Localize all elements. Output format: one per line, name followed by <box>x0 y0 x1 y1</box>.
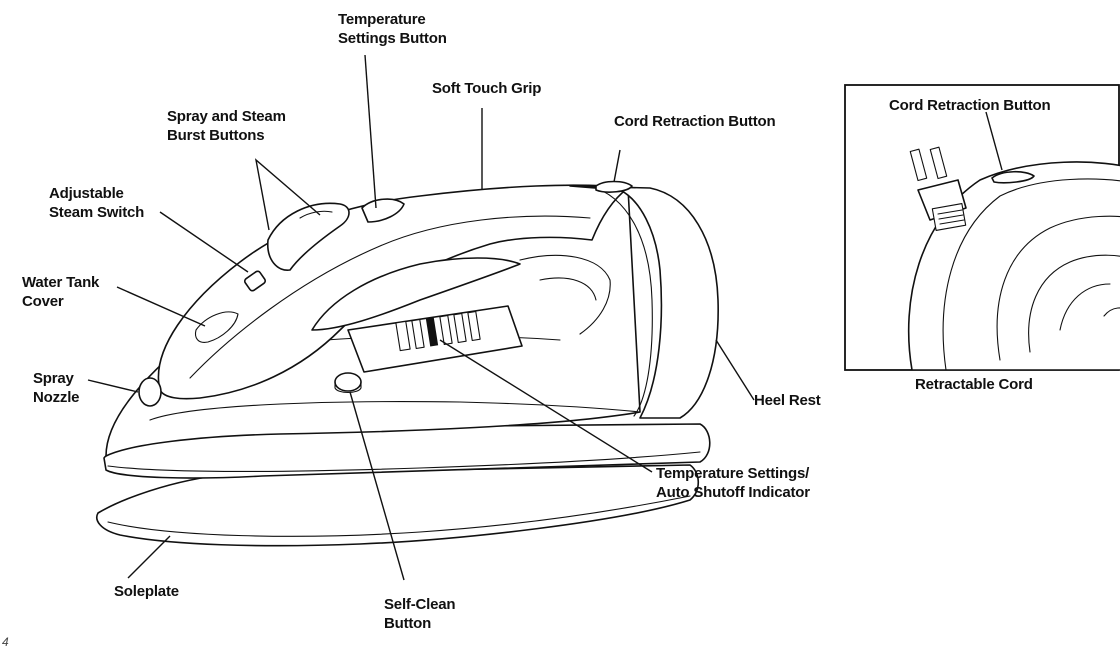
labels: Temperature Settings Button Soft Touch G… <box>2 11 821 648</box>
steam-switch-shape <box>243 270 267 292</box>
label-temperature-settings-button: Temperature Settings Button <box>338 11 447 47</box>
label-spray-steam-burst-buttons: Spray and Steam Burst Buttons <box>167 108 290 144</box>
temperature-indicator-panel <box>347 305 523 373</box>
label-cord-retraction-button: Cord Retraction Button <box>614 113 775 130</box>
spray-steam-buttons-shape <box>267 202 350 271</box>
label-water-tank-cover: Water Tank Cover <box>22 274 103 310</box>
label-temperature-settings-indicator: Temperature Settings/ Auto Shutoff Indic… <box>656 465 813 501</box>
label-adjustable-steam-switch: Adjustable Steam Switch <box>49 185 144 221</box>
inset-caption: Retractable Cord <box>915 376 1033 393</box>
iron-illustration <box>96 180 719 547</box>
label-spray-nozzle: Spray Nozzle <box>33 370 79 406</box>
spray-nozzle-shape <box>138 377 162 407</box>
inset-retractable-cord: Cord Retraction Button Retractable Cord <box>844 84 1120 393</box>
self-clean-button-shape <box>334 372 362 392</box>
plug-icon <box>909 146 967 231</box>
label-soleplate: Soleplate <box>114 583 179 600</box>
heel-rest-shape <box>569 185 719 419</box>
inset-title: Cord Retraction Button <box>889 97 1050 114</box>
page-number: 4 <box>2 635 9 648</box>
label-heel-rest: Heel Rest <box>754 392 821 409</box>
label-soft-touch-grip: Soft Touch Grip <box>432 80 541 97</box>
leader-lines <box>87 54 755 581</box>
label-self-clean-button: Self-Clean Button <box>384 596 459 632</box>
